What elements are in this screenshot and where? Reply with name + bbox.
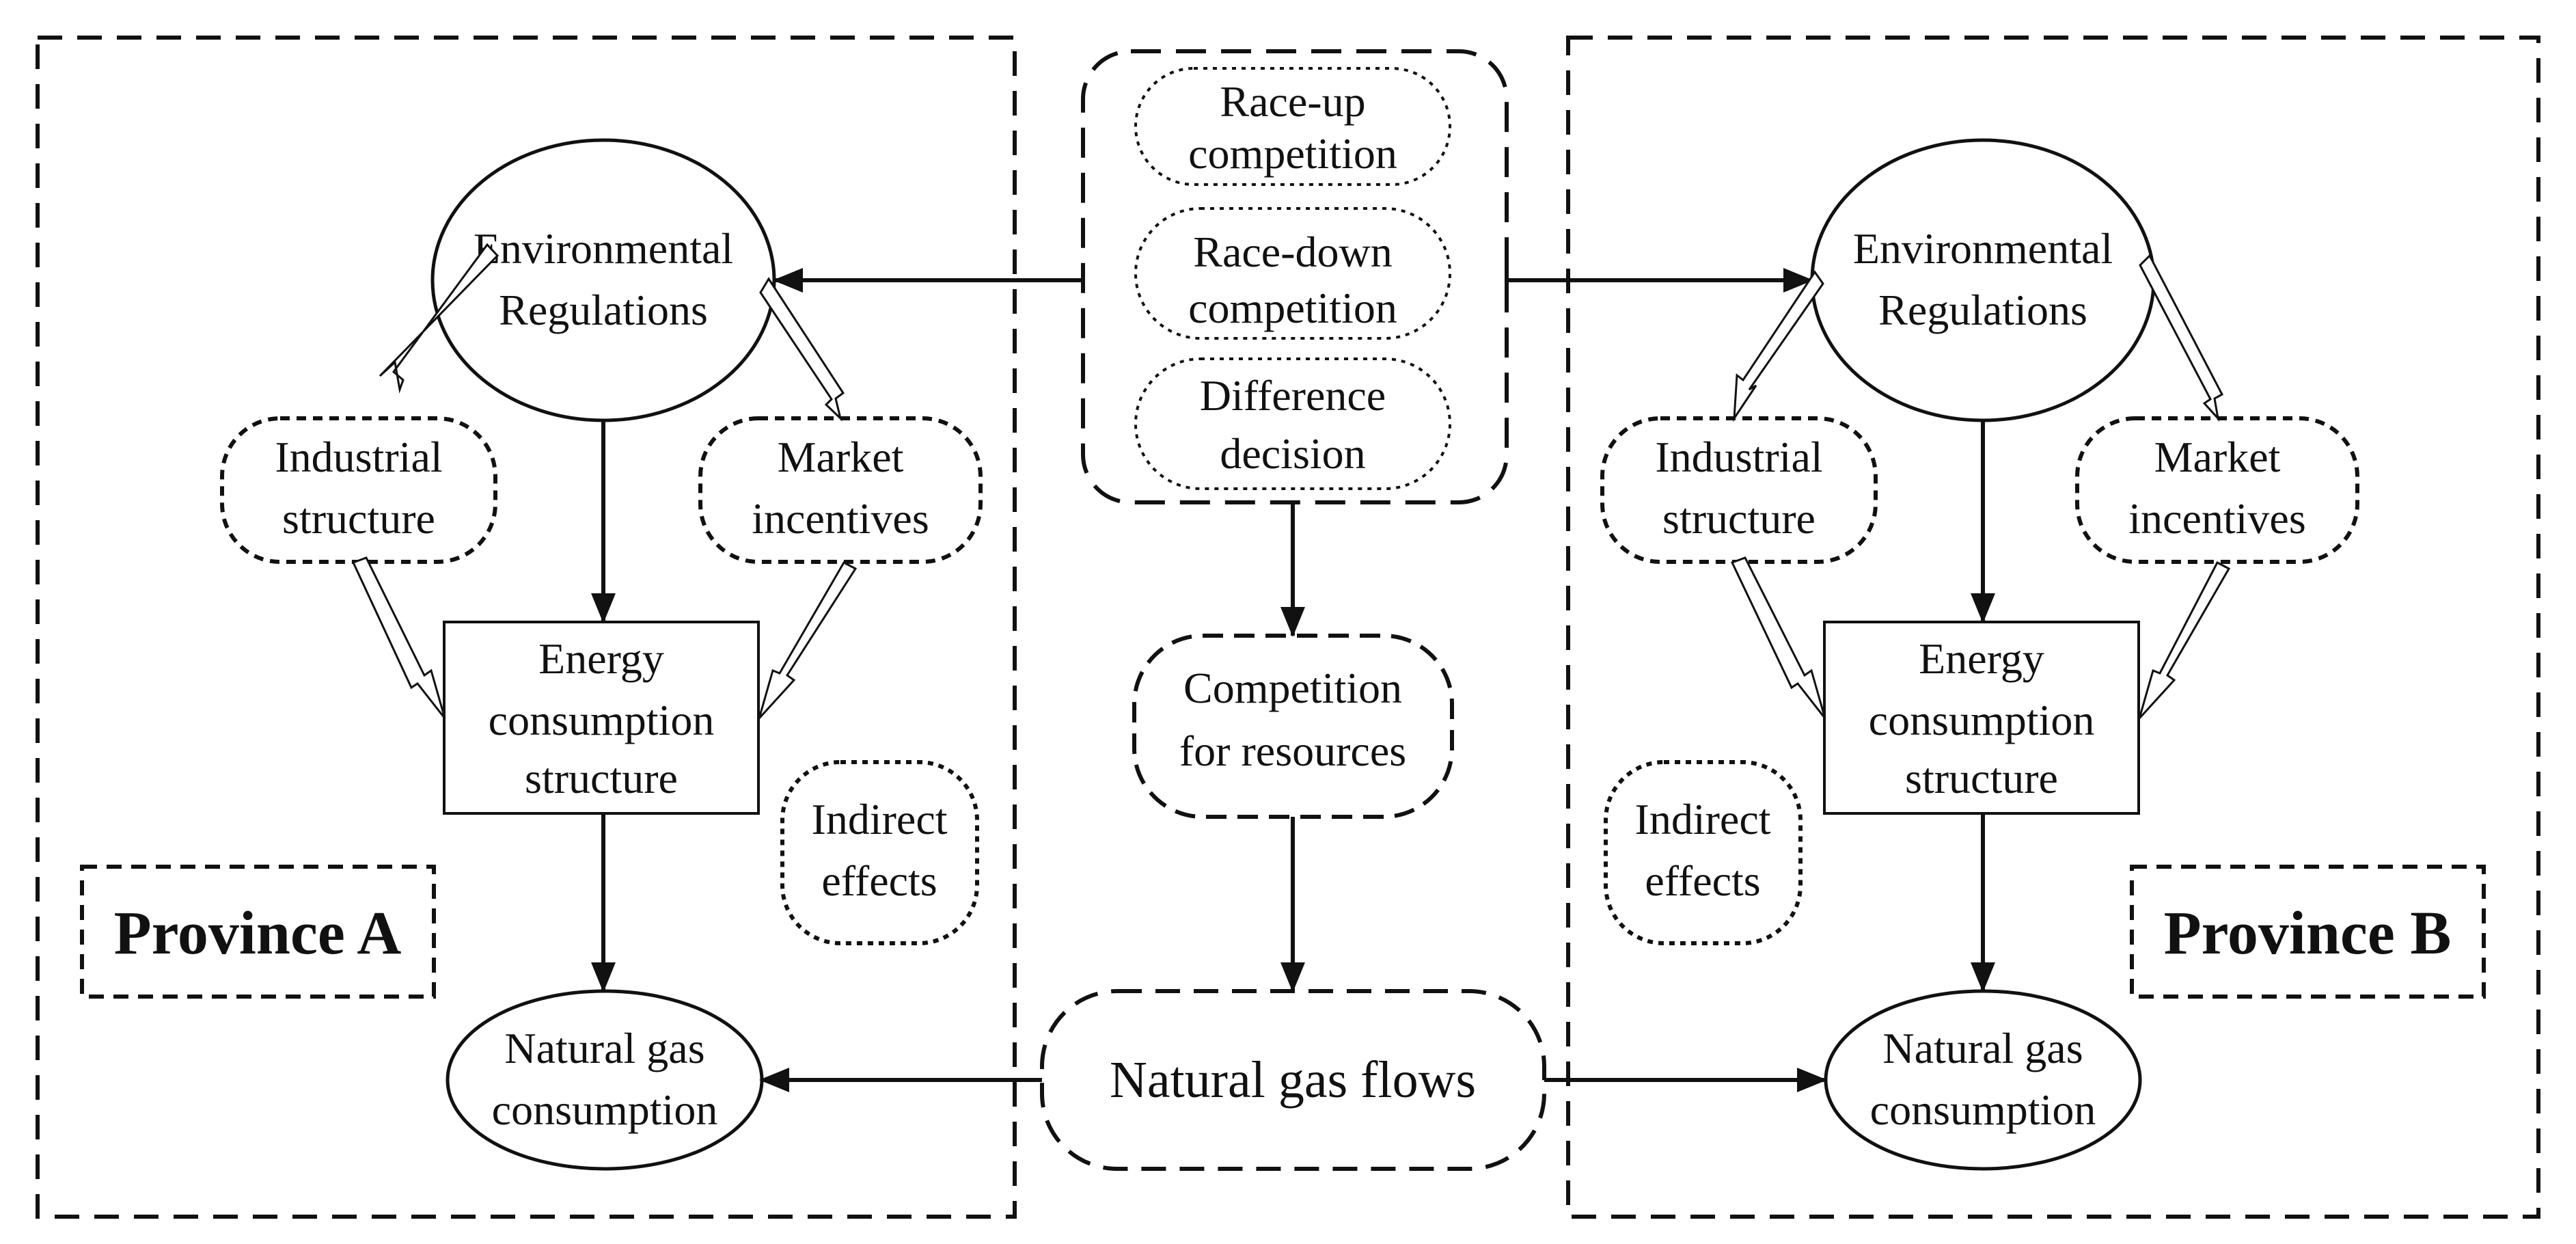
natural-gas-flows-label: Natural gas flows — [1110, 1051, 1476, 1109]
race-up-label-2: competition — [1188, 129, 1397, 178]
province-b-hollow-arrow-env-to-market — [2139, 254, 2224, 422]
difference-decision-node: Difference decision — [1134, 357, 1451, 490]
province-a-industrial-label-2: structure — [282, 494, 435, 543]
race-down-label-2: competition — [1188, 284, 1397, 332]
province-b-title: Province B — [2164, 900, 2452, 967]
competition-resources-label-2: for resources — [1179, 727, 1406, 775]
race-up-label-1: Race-up — [1220, 77, 1365, 126]
difference-label-1: Difference — [1200, 371, 1386, 420]
province-b-industrial-label-1: Industrial — [1655, 433, 1822, 481]
race-down-label-1: Race-down — [1193, 228, 1392, 276]
province-b-indirect-label-2: effects — [1645, 856, 1760, 905]
province-a-env-reg-label-2: Regulations — [499, 286, 708, 334]
province-a-hollow-arrow-industrial-to-energy — [351, 556, 446, 719]
province-b-energy-node: Energy consumption structure — [1823, 621, 2140, 815]
province-b-indirect-label-1: Indirect — [1635, 795, 1771, 843]
province-b-env-reg-label-2: Regulations — [1878, 286, 2087, 334]
province-b-gas-label-2: consumption — [1870, 1085, 2096, 1134]
race-down-node: Race-down competition — [1134, 207, 1451, 340]
natural-gas-flows-node: Natural gas flows — [1040, 989, 1546, 1171]
province-a-gas-label-2: consumption — [492, 1085, 718, 1134]
province-b-industrial-label-2: structure — [1662, 494, 1815, 543]
province-a-indirect-node: Indirect effects — [780, 760, 979, 945]
province-a-energy-label-2: consumption — [489, 696, 715, 744]
province-b-market-label-1: Market — [2154, 433, 2281, 481]
competition-resources-label-1: Competition — [1183, 664, 1402, 712]
province-b-gas-label-1: Natural gas — [1882, 1024, 2083, 1072]
competition-resources-node: Competition for resources — [1132, 634, 1454, 819]
province-b-market-node: Market incentives — [2075, 416, 2359, 564]
difference-label-2: decision — [1220, 429, 1365, 478]
province-a-market-label-1: Market — [778, 433, 904, 481]
province-b-gas-node: Natural gas consumption — [1824, 989, 2142, 1171]
province-a-energy-label-3: structure — [525, 754, 678, 802]
province-a-frame — [36, 36, 1017, 1219]
province-a-env-reg-label-1: Environmental — [474, 224, 733, 273]
race-up-node: Race-up competition — [1134, 67, 1451, 186]
province-b-energy-label-2: consumption — [1869, 696, 2095, 744]
province-a-market-node: Market incentives — [698, 416, 983, 564]
province-b-env-reg-node: Environmental Regulations — [1810, 138, 2156, 422]
province-a-title-box: Province A — [80, 865, 436, 999]
province-a-market-label-2: incentives — [752, 494, 929, 543]
province-b-energy-label-3: structure — [1905, 754, 2058, 802]
province-b-frame — [1566, 36, 2540, 1219]
province-b-env-reg-label-1: Environmental — [1853, 224, 2113, 273]
province-a-hollow-arrow-market-to-energy — [758, 560, 858, 720]
province-a-industrial-node: Industrial structure — [220, 416, 497, 564]
province-b-energy-label-1: Energy — [1919, 634, 2044, 683]
province-a-env-reg-node: Environmental Regulations — [430, 138, 776, 422]
province-b-hollow-arrow-industrial-to-energy — [1730, 556, 1826, 719]
province-a-title: Province A — [114, 900, 402, 967]
province-b-industrial-node: Industrial structure — [1600, 416, 1878, 564]
province-a-hollow-arrow-env-to-industrial — [379, 243, 499, 394]
province-a-energy-node: Energy consumption structure — [443, 621, 760, 815]
province-a-gas-label-1: Natural gas — [504, 1024, 704, 1072]
province-a-industrial-label-1: Industrial — [275, 433, 442, 481]
province-a-indirect-label-2: effects — [821, 856, 937, 905]
province-b-hollow-arrow-market-to-energy — [2138, 560, 2231, 720]
province-a-gas-node: Natural gas consumption — [446, 989, 764, 1171]
province-b-indirect-node: Indirect effects — [1604, 760, 1803, 945]
province-b-market-label-2: incentives — [2128, 494, 2305, 543]
province-a-hollow-arrow-env-to-market — [759, 277, 845, 422]
province-a-indirect-label-1: Indirect — [812, 795, 948, 843]
province-b-title-box: Province B — [2130, 865, 2486, 999]
province-b-hollow-arrow-env-to-industrial — [1733, 270, 1824, 422]
province-a-energy-label-1: Energy — [538, 634, 664, 683]
